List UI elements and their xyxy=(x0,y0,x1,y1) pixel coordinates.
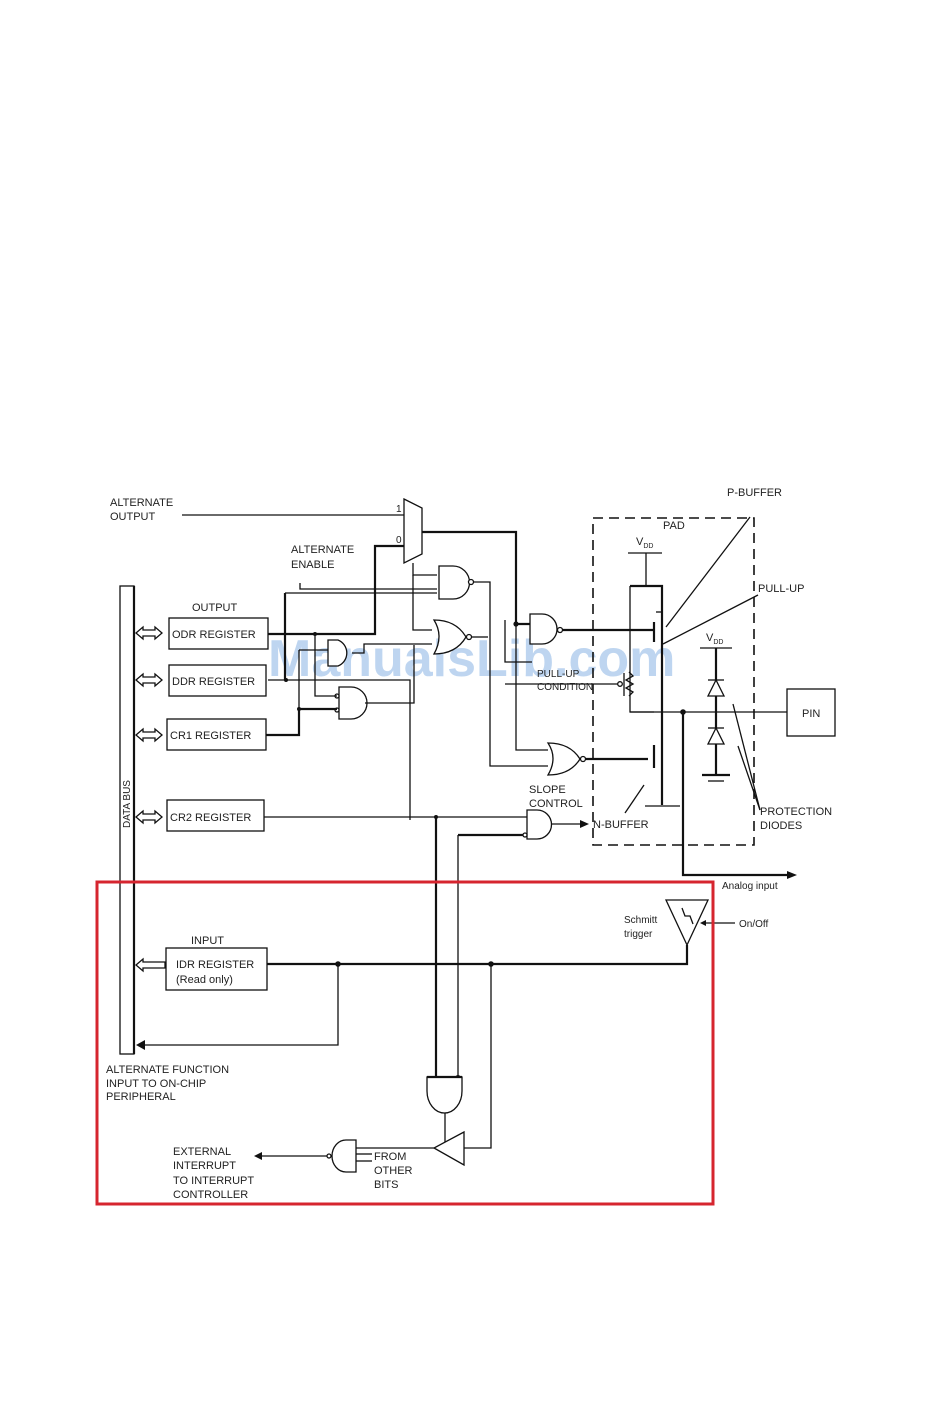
idr-register: IDR REGISTER (Read only) xyxy=(165,947,268,991)
n-buffer-label: N-BUFFER xyxy=(593,819,649,831)
external-interrupt-line1: EXTERNAL xyxy=(173,1146,231,1158)
protection-diodes-line1: PROTECTION xyxy=(760,806,832,818)
slope-control-line2: CONTROL xyxy=(529,798,583,810)
external-interrupt-line3: TO INTERRUPT xyxy=(173,1175,254,1187)
cr2-register: CR2 REGISTER xyxy=(166,799,265,832)
alternate-function-line1: ALTERNATE FUNCTION xyxy=(106,1064,229,1076)
on-off-label: On/Off xyxy=(739,919,768,930)
bus-arrow-ddr xyxy=(135,672,163,688)
pull-up-condition-line1: PULL-UP xyxy=(537,669,580,680)
odr-register-label: ODR REGISTER xyxy=(172,629,256,641)
and-gate-1 xyxy=(327,639,348,667)
highlight-box xyxy=(95,880,715,1206)
protection-diode-2 xyxy=(706,726,726,745)
vdd-label-1: VDD xyxy=(636,536,653,550)
pull-up-label: PULL-UP xyxy=(758,583,804,595)
external-interrupt-line2: INTERRUPT xyxy=(173,1160,236,1172)
alternate-function-line2: INPUT TO ON-CHIP xyxy=(106,1078,206,1090)
alternate-output-label-line2: OUTPUT xyxy=(110,511,156,523)
external-interrupt-line4: CONTROLLER xyxy=(173,1189,248,1201)
idr-readonly-label: (Read only) xyxy=(176,974,233,986)
nor-gate-1 xyxy=(432,619,473,655)
data-bus: DATA BUS xyxy=(119,585,136,1055)
from-other-bits-line2: OTHER xyxy=(374,1165,413,1177)
p-buffer-label: P-BUFFER xyxy=(727,487,782,499)
alternate-enable-label-line2: ENABLE xyxy=(291,559,334,571)
pin-label: PIN xyxy=(802,708,820,720)
schmitt-trigger-line2: trigger xyxy=(624,929,653,940)
alternate-output-label-line1: ALTERNATE xyxy=(110,497,173,509)
bus-arrow-odr xyxy=(135,625,163,641)
ddr-register: DDR REGISTER xyxy=(168,664,267,697)
or-gate-interrupt xyxy=(326,1139,357,1173)
idr-register-label: IDR REGISTER xyxy=(176,959,254,971)
interrupt-buffer xyxy=(432,1130,465,1167)
from-other-bits-line3: BITS xyxy=(374,1179,398,1191)
output-group-label: OUTPUT xyxy=(192,602,238,614)
pad-boundary xyxy=(592,517,755,846)
schmitt-trigger-line1: Schmitt xyxy=(624,915,658,926)
pin-box: PIN xyxy=(786,688,836,737)
cr2-register-label: CR2 REGISTER xyxy=(170,812,251,824)
pad-label: PAD xyxy=(663,520,685,532)
alternate-function-line3: PERIPHERAL xyxy=(106,1091,176,1103)
bus-arrow-cr1 xyxy=(135,727,163,743)
cr1-register: CR1 REGISTER xyxy=(166,718,267,751)
or-gate-p xyxy=(529,613,564,645)
pull-up-condition-line2: CONDITION xyxy=(537,682,593,693)
input-group-label: INPUT xyxy=(191,935,224,947)
bus-arrow-idr xyxy=(135,957,166,973)
odr-register: ODR REGISTER xyxy=(168,617,269,650)
and-gate-interrupt-enable xyxy=(426,1075,463,1114)
cr1-register-label: CR1 REGISTER xyxy=(170,730,251,742)
vdd-label-2: VDD xyxy=(706,632,723,646)
nor-gate-n xyxy=(546,742,587,776)
slope-control-line1: SLOPE xyxy=(529,784,566,796)
mux-input-0: 0 xyxy=(396,535,402,546)
data-bus-label: DATA BUS xyxy=(122,780,133,828)
multiplexer: 1 0 xyxy=(396,497,423,565)
protection-diode-1 xyxy=(706,678,726,697)
protection-diodes-line2: DIODES xyxy=(760,820,802,832)
bus-arrow-cr2 xyxy=(135,809,163,825)
and-gate-slope xyxy=(522,809,553,840)
ddr-register-label: DDR REGISTER xyxy=(172,676,255,688)
analog-input-label: Analog input xyxy=(722,881,778,892)
schmitt-trigger xyxy=(664,899,710,947)
nand-gate-1 xyxy=(438,565,475,600)
alternate-enable-label-line1: ALTERNATE xyxy=(291,544,354,556)
and-gate-2 xyxy=(334,686,368,720)
from-other-bits-line1: FROM xyxy=(374,1151,406,1163)
mux-input-1: 1 xyxy=(396,504,402,515)
